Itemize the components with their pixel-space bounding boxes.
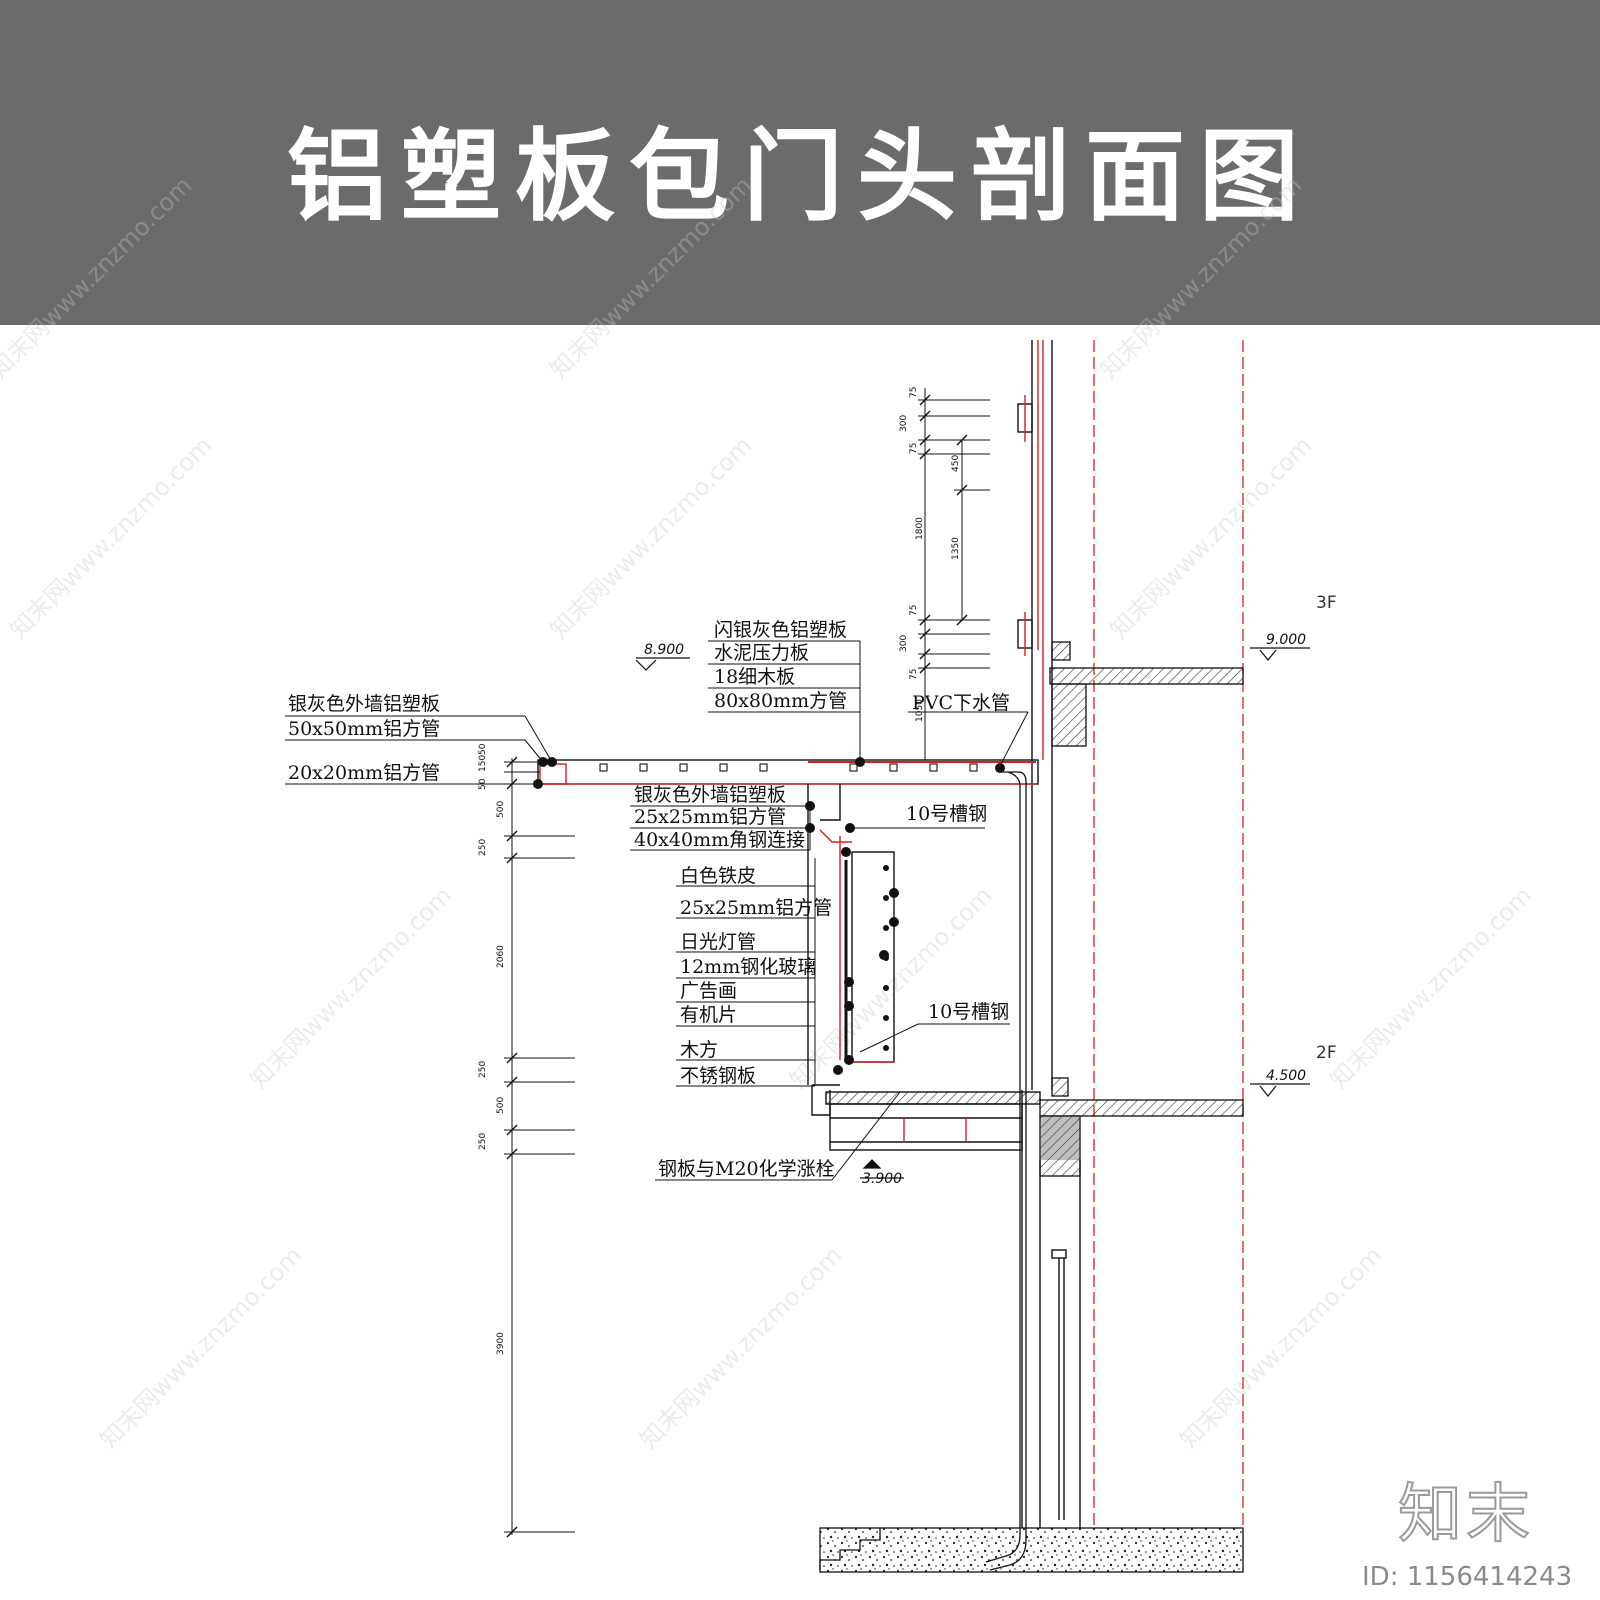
beam-upper-cap bbox=[1051, 641, 1071, 661]
dimension-chain-top bbox=[918, 388, 990, 760]
label-alu-tube-25-mid: 25x25mm铝方管 bbox=[634, 806, 786, 828]
elevation-8900: 8.900 bbox=[644, 642, 684, 658]
beam-upper bbox=[1051, 683, 1087, 747]
label-cement-board: 水泥压力板 bbox=[714, 642, 809, 664]
dim-top-300-a: 300 bbox=[899, 415, 909, 432]
steps bbox=[819, 1528, 881, 1570]
dim-top-1800: 1800 bbox=[915, 517, 925, 540]
dim-left-3900: 3900 bbox=[496, 1332, 506, 1355]
dim-left-500-b: 500 bbox=[496, 1097, 506, 1114]
dim-top-1050: 1050 bbox=[915, 699, 925, 722]
beam-lower bbox=[1039, 1115, 1081, 1177]
pvc-drain-pipe bbox=[985, 771, 1027, 1571]
label-alu-tube-25: 25x25mm铝方管 bbox=[680, 897, 832, 919]
dim-top-75-c: 75 bbox=[909, 605, 919, 616]
watermark: 知末网www.znzmo.com bbox=[1094, 171, 1307, 384]
label-pvc-pipe: PVC下水管 bbox=[912, 692, 1010, 714]
floor-label-2f: 2F bbox=[1316, 1043, 1337, 1063]
label-ad-print: 广告画 bbox=[680, 980, 737, 1002]
label-wall-acp-mid: 银灰色外墙铝塑板 bbox=[634, 784, 786, 806]
label-wall-acp-left: 银灰色外墙铝塑板 bbox=[288, 693, 440, 715]
label-anchor-bolt: 钢板与M20化学涨栓 bbox=[658, 1158, 835, 1180]
dim-top-300-b: 300 bbox=[899, 635, 909, 652]
floor-slab-lower bbox=[1039, 1099, 1244, 1117]
elevation-markers bbox=[635, 647, 1310, 1179]
label-tempered-glass: 12mm钢化玻璃 bbox=[680, 956, 816, 978]
brand-logo: 知末 bbox=[1397, 1477, 1534, 1553]
watermark: 知末网www.znzmo.com bbox=[1174, 1241, 1387, 1454]
label-stainless: 不锈钢板 bbox=[680, 1065, 756, 1087]
watermark: 知末网www.znzmo.com bbox=[244, 881, 457, 1094]
image-id: ID: 1156414243 bbox=[1362, 1562, 1573, 1592]
dim-left-250-a: 250 bbox=[478, 839, 488, 856]
building-wall bbox=[1017, 340, 1081, 1550]
column-lower bbox=[1040, 1116, 1080, 1160]
dim-left-2060: 2060 bbox=[496, 945, 506, 968]
floor-label-3f: 3F bbox=[1316, 593, 1337, 613]
ground bbox=[819, 1527, 1244, 1573]
dim-left-150: 150 bbox=[478, 755, 488, 772]
elevation-4500: 4.500 bbox=[1266, 1068, 1306, 1084]
dim-top-450: 450 bbox=[951, 455, 961, 472]
dim-top-1350: 1350 bbox=[951, 537, 961, 560]
dim-top-75-d: 75 bbox=[909, 669, 919, 680]
label-silver-acp: 闪银灰色铝塑板 bbox=[714, 619, 847, 641]
elevation-9000: 9.000 bbox=[1266, 632, 1306, 648]
beam-lower-cap bbox=[1051, 1077, 1069, 1097]
label-channel-top: 10号槽钢 bbox=[906, 803, 987, 825]
label-fluorescent: 日光灯管 bbox=[680, 931, 756, 953]
canopy bbox=[537, 759, 1039, 785]
label-acrylic: 有机片 bbox=[680, 1004, 737, 1026]
page-title: 铝塑板包门头剖面图 bbox=[287, 118, 1313, 235]
label-timber: 木方 bbox=[680, 1039, 718, 1061]
elevation-3900: 3.900 bbox=[862, 1171, 902, 1187]
dimension-chain-left bbox=[504, 756, 575, 1538]
dim-left-50-a: 50 bbox=[478, 743, 488, 755]
label-blockboard: 18细木板 bbox=[714, 666, 795, 688]
watermark: 知末网www.znzmo.com bbox=[4, 431, 217, 644]
dim-left-250-c: 250 bbox=[478, 1133, 488, 1150]
leader-lines bbox=[285, 640, 1029, 1181]
watermark: 知末网www.znzmo.com bbox=[634, 1241, 847, 1454]
dim-top-75-a: 75 bbox=[909, 387, 919, 398]
watermark: 知末网www.znzmo.com bbox=[0, 171, 197, 384]
label-square-tube-80: 80x80mm方管 bbox=[714, 690, 847, 712]
dim-left-50-b: 50 bbox=[478, 778, 488, 790]
watermark: 知末网www.znzmo.com bbox=[94, 1241, 307, 1454]
floor-slab-upper bbox=[1049, 667, 1244, 685]
watermark: 知末网www.znzmo.com bbox=[1324, 881, 1537, 1094]
lightbox-frame bbox=[807, 784, 1041, 1151]
label-white-sheet: 白色铁皮 bbox=[680, 865, 756, 887]
label-alu-tube-20: 20x20mm铝方管 bbox=[288, 762, 440, 784]
dim-left-500-a: 500 bbox=[496, 801, 506, 818]
label-angle-steel: 40x40mm角钢连接 bbox=[634, 829, 805, 851]
leader-dots bbox=[533, 757, 1005, 1075]
label-channel-bottom: 10号槽钢 bbox=[928, 1001, 1009, 1023]
watermark: 知末网www.znzmo.com bbox=[1104, 431, 1317, 644]
watermark: 知末网www.znzmo.com bbox=[544, 431, 757, 644]
label-alu-tube-50: 50x50mm铝方管 bbox=[288, 718, 440, 740]
watermark: 知末网www.znzmo.com bbox=[544, 171, 757, 384]
dim-top-75-b: 75 bbox=[909, 443, 919, 454]
title-banner: 铝塑板包门头剖面图 bbox=[0, 0, 1600, 325]
dim-left-250-b: 250 bbox=[478, 1061, 488, 1078]
